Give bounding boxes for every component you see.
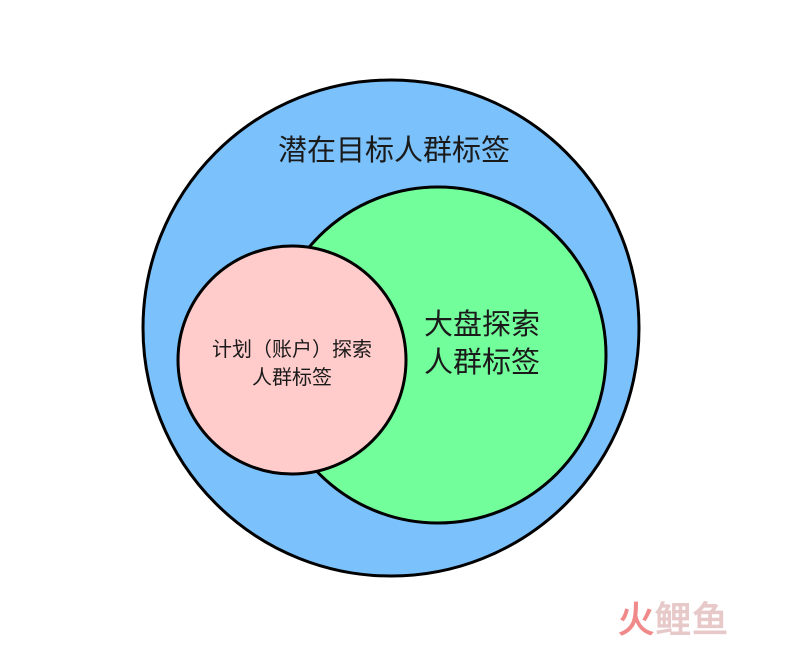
outer-circle-label: 潜在目标人群标签 <box>278 133 510 167</box>
middle-circle-label-line1: 大盘探索 <box>424 307 540 341</box>
inner-circle-label-line1: 计划（账户）探索 <box>212 337 372 361</box>
inner-circle <box>176 244 408 476</box>
watermark-logo: 火鲤鱼 <box>618 603 729 639</box>
middle-circle-label-line2: 人群标签 <box>424 345 540 379</box>
inner-circle-label-line2: 人群标签 <box>252 365 332 389</box>
watermark-part1: 火 <box>618 600 656 641</box>
watermark-part2: 鲤鱼 <box>655 600 730 641</box>
